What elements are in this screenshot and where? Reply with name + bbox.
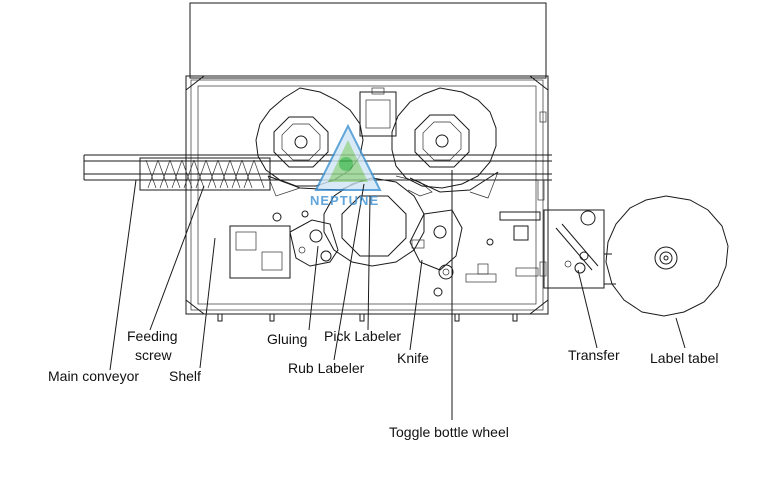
- main-frame: [185, 75, 549, 322]
- label-table: [605, 195, 729, 317]
- feeding-screw: [139, 157, 271, 191]
- outfeed-star-wheel: [391, 87, 497, 189]
- gluing-unit: [229, 210, 339, 279]
- transfer-band: [267, 171, 499, 199]
- main-conveyor: [83, 154, 552, 181]
- infeed-star-wheel: [255, 87, 364, 187]
- transfer-unit: [465, 209, 616, 289]
- rub-labeler-label: Rub Labeler: [288, 360, 365, 376]
- feeding-screw-label-line2: screw: [135, 347, 172, 363]
- neptune-watermark-text: NEPTUNE: [310, 193, 380, 208]
- gluing-label: Gluing: [267, 331, 308, 347]
- knife-unit: [409, 209, 463, 297]
- toggle-bottle-wheel: [323, 175, 433, 267]
- feeding-screw-label-line1: Feeding: [127, 328, 178, 344]
- toggle-bottle-wheel-label: Toggle bottle wheel: [389, 424, 509, 440]
- main-conveyor-label: Main conveyor: [48, 368, 140, 384]
- pick-labeler-label: Pick Labeler: [324, 328, 402, 344]
- leader-lines: [109, 170, 686, 420]
- knife-label: Knife: [397, 350, 429, 366]
- center-upper-block: [359, 87, 397, 137]
- label-table-label: Label tabel: [650, 350, 719, 366]
- neptune-logo: [314, 123, 382, 191]
- top-cover: [189, 2, 547, 79]
- frame-right-fittings: [537, 111, 547, 277]
- shelf-label: Shelf: [169, 368, 201, 384]
- transfer-label: Transfer: [568, 347, 620, 363]
